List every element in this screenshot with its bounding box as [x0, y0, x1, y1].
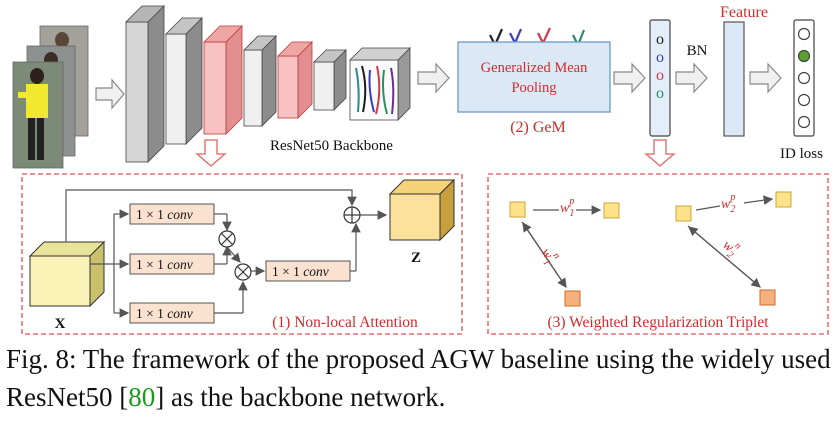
svg-text:o: o — [656, 49, 664, 66]
figure-caption: Fig. 8: The framework of the proposed AG… — [6, 340, 832, 416]
arrow-to-pooled-vector — [613, 62, 646, 94]
output-z-label: Z — [411, 250, 421, 266]
weight-w1p: w1p — [560, 196, 574, 219]
gem-box-text-line1: Generalized Mean — [481, 60, 588, 76]
caption-suffix: ] as the backbone network. — [155, 382, 446, 412]
anchor-square-2 — [675, 205, 692, 222]
conv-phi-text: 1 × 1 conv — [136, 257, 193, 272]
triplet-panel: (3) Weighted Regularization Triplet — [487, 173, 829, 335]
arrow-to-gem — [417, 62, 450, 94]
feature-vector — [723, 21, 745, 137]
input-arrow — [95, 78, 125, 110]
down-arrow-nonlocal — [194, 139, 228, 167]
output-cube-z — [388, 178, 456, 242]
multiply-node-1 — [218, 230, 236, 248]
agw-framework-diagram: ResNet50 Backbone Generalized Mean Pooli… — [12, 4, 829, 335]
svg-text:o: o — [656, 67, 664, 84]
backbone-label: ResNet50 Backbone — [270, 138, 393, 154]
bn-label: BN — [687, 43, 708, 59]
negative-square-2 — [759, 289, 776, 306]
weight-w2p: w2p — [721, 192, 735, 215]
gem-box — [457, 41, 611, 113]
nonlocal-attention-panel: X — [21, 173, 463, 335]
citation-link[interactable]: 80 — [128, 382, 156, 412]
feature-label: Feature — [720, 4, 768, 21]
id-loss-label: ID loss — [780, 146, 823, 162]
triplet-tag: (3) Weighted Regularization Triplet — [547, 314, 769, 331]
weight-w2n: w2n — [717, 234, 743, 261]
input-cube-x — [28, 240, 106, 308]
sum-node — [343, 206, 361, 224]
caption-prefix: Fig. 8: The framework of the proposed AG… — [6, 344, 831, 412]
negative-square-1 — [564, 290, 581, 307]
person-images — [12, 25, 89, 169]
input-x-label: X — [55, 316, 66, 332]
weight-labels: w1p w2p w1n w2n — [535, 192, 744, 268]
pooled-vector: o o o o — [649, 19, 671, 137]
id-classifier — [793, 19, 815, 137]
svg-text:o: o — [656, 85, 664, 102]
positive-square-1 — [603, 202, 620, 219]
conv-theta-text: 1 × 1 conv — [136, 207, 193, 222]
nonlocal-tag: (1) Non-local Attention — [272, 314, 418, 331]
anchor-square-1 — [509, 201, 526, 218]
conv-g-text: 1 × 1 conv — [136, 306, 193, 321]
gem-box-text-line2: Pooling — [511, 80, 556, 96]
svg-text:o: o — [656, 31, 664, 48]
conv-labels: 1 × 1 conv 1 × 1 conv 1 × 1 conv 1 × 1 c… — [136, 207, 329, 321]
bn-arrow — [675, 62, 708, 94]
conv-out-text: 1 × 1 conv — [272, 264, 329, 279]
positive-square-2 — [775, 191, 792, 208]
multiply-node-2 — [234, 263, 252, 281]
gem-block — [457, 27, 611, 113]
weight-w1n: w1n — [535, 243, 562, 268]
down-arrow-triplet — [643, 139, 677, 167]
gem-tag: (2) GeM — [510, 119, 566, 136]
arrow-to-classifier — [749, 62, 782, 94]
resnet50-backbone — [125, 5, 411, 163]
